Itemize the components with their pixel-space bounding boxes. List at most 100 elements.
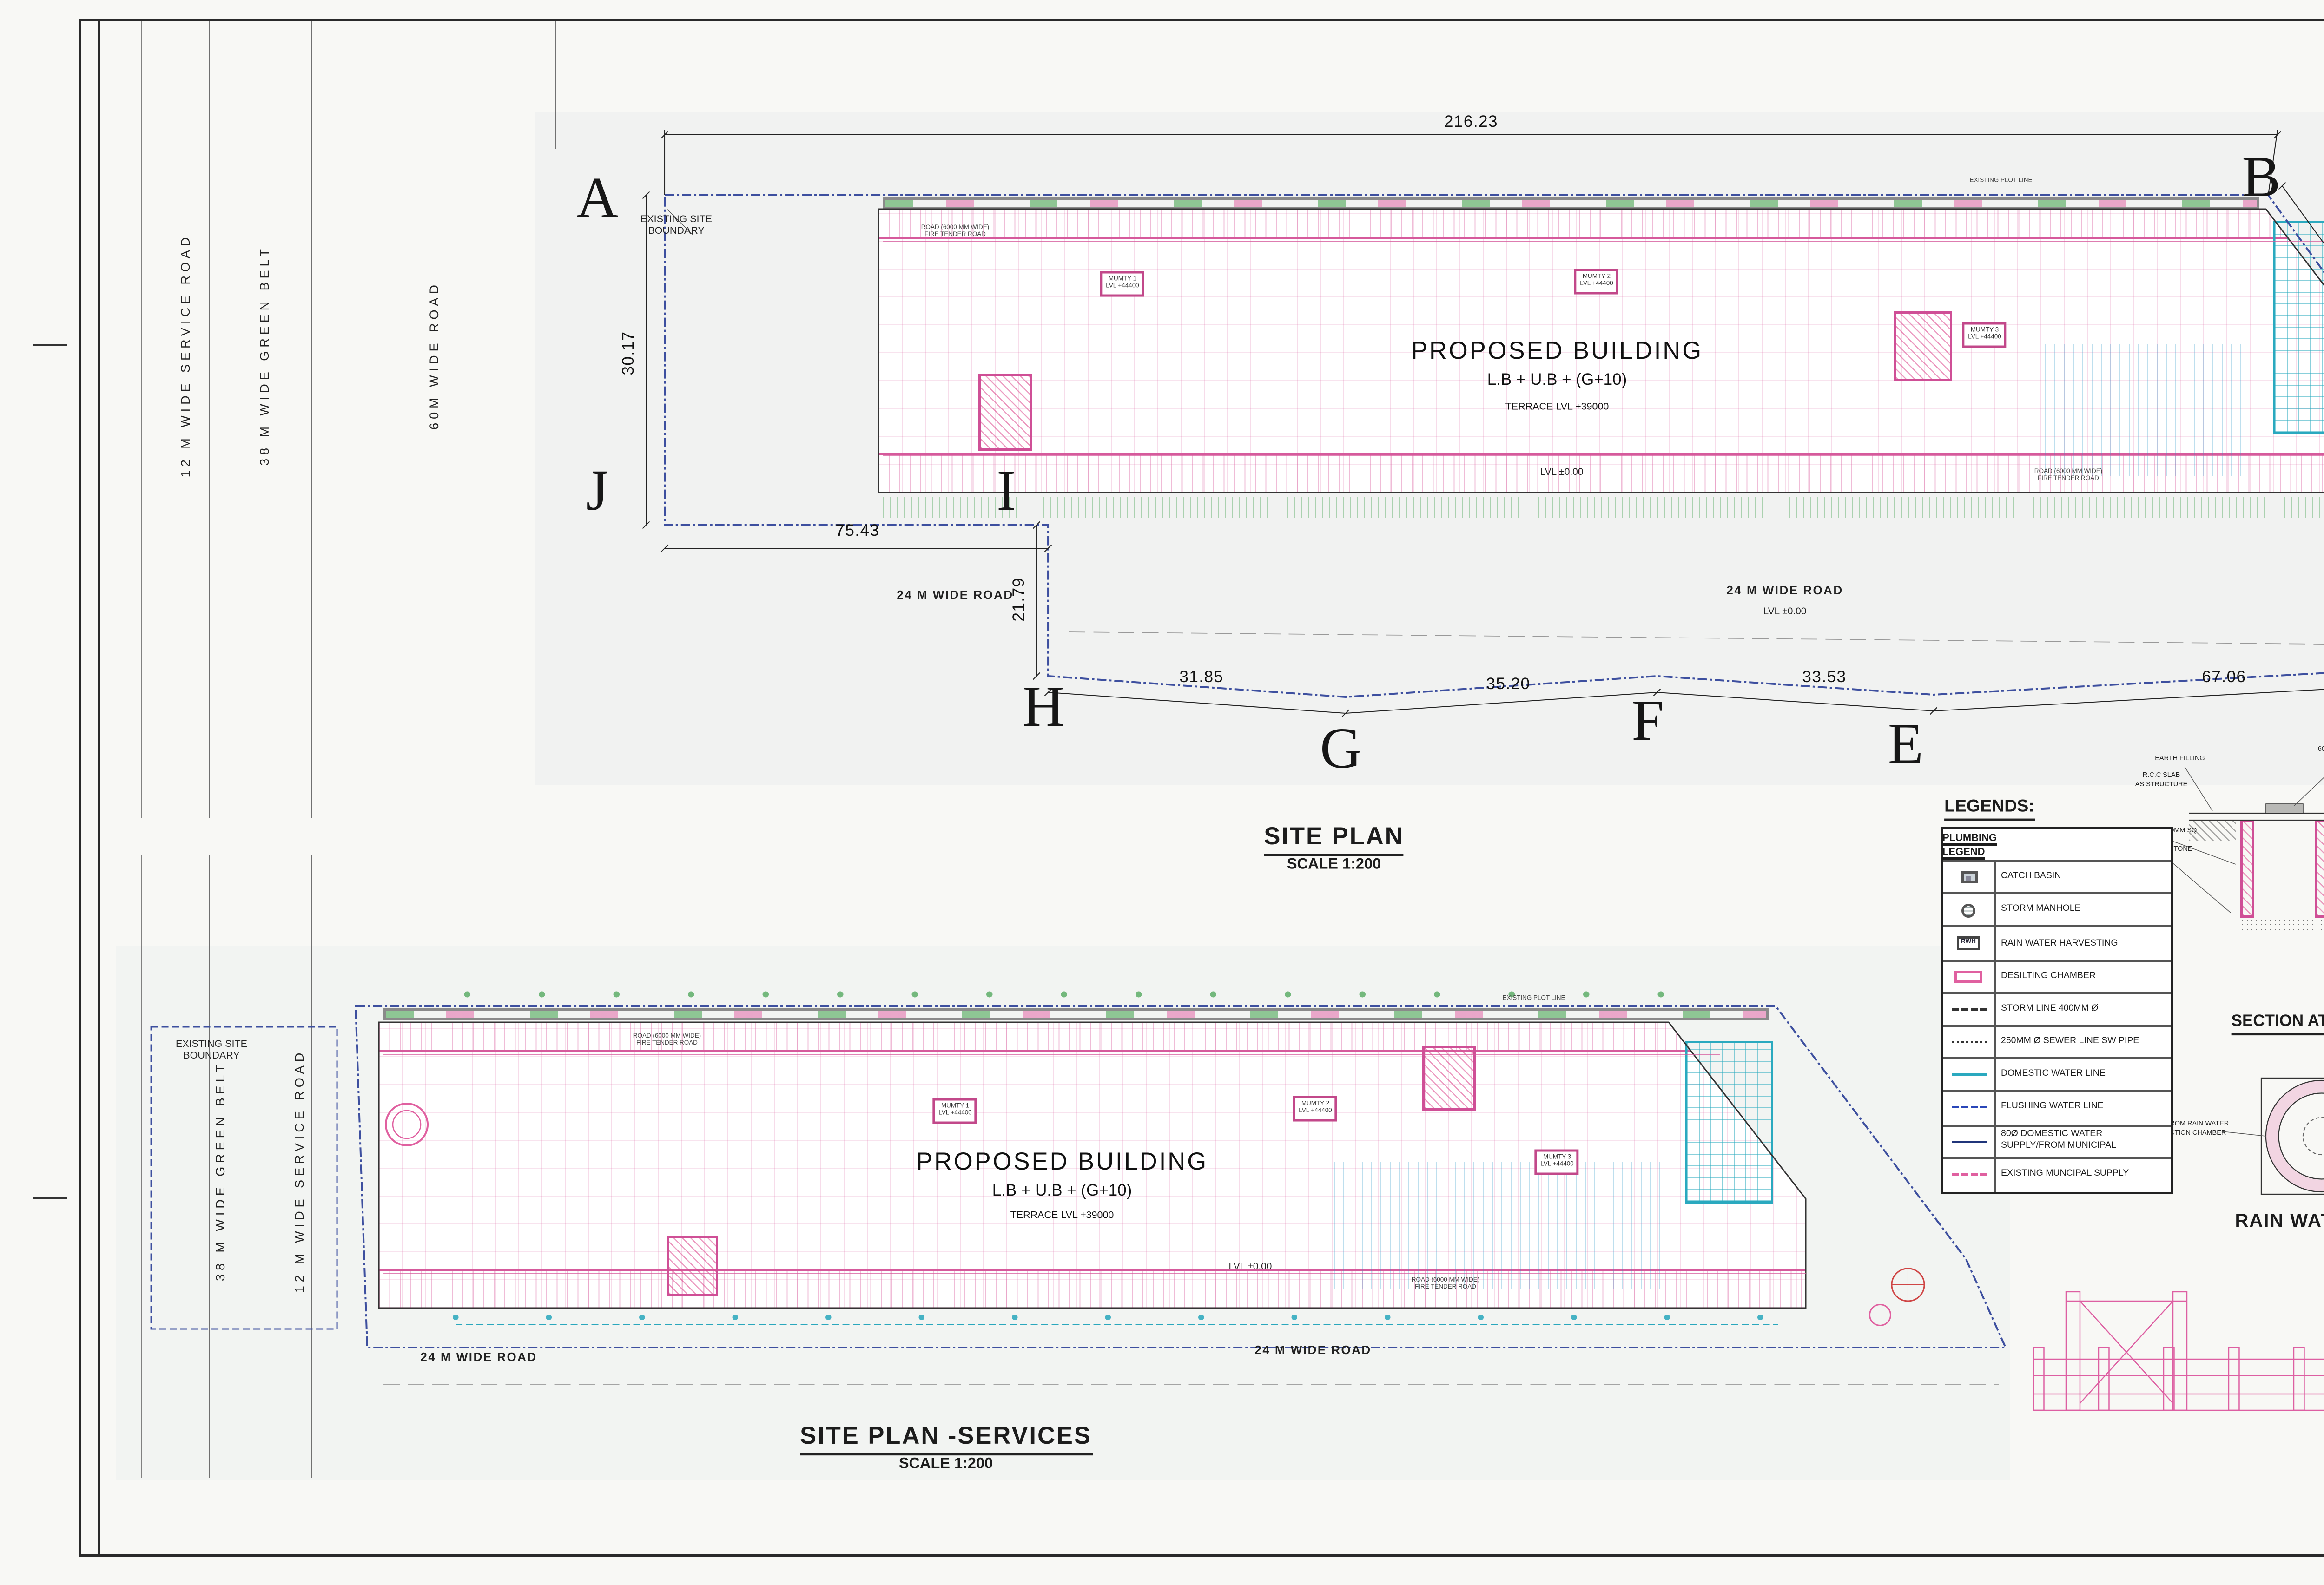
legends-title: LEGENDS: [1944,795,2034,820]
legend-row: STORM LINE 400MM Ø [1943,993,2171,1027]
dimension-label: 33.53 [1802,671,1847,687]
parking-stall-band [2045,344,2245,476]
plumbing-legend-table: PLUMBING LEGEND CATCH BASIN STORM MANHOL… [1941,827,2173,1194]
site-plan-title: SITE PLAN [1264,823,1404,855]
parking-module [2273,221,2324,434]
existing-site-boundary-label: EXISTING SITE BOUNDARY [640,213,713,237]
grid-letter: A [576,168,619,231]
landscape-marker-strip [883,196,2259,208]
stair-core-hatch [1422,1046,1476,1111]
legend-symbol-icon: RWH [1957,936,1980,950]
plan-note: ROAD (6000 MM WIDE) FIRE TENDER ROAD [2034,468,2103,483]
legend-row: DESILTING CHAMBER [1943,960,2171,994]
plan-note: EXISTING PLOT LINE [1502,995,1565,1002]
mumty-label: MUMTY 2 LVL +44400 [1293,1096,1338,1121]
legend-label: STORM LINE 400MM Ø [2001,1001,2099,1013]
gate-boundary-wall-elevation [2033,1291,2324,1411]
plan-note: ROAD (6000 MM WIDE) FIRE TENDER ROAD [633,1033,701,1048]
legend-row: 80Ø DOMESTIC WATER SUPPLY/FROM MUNICIPAL [1943,1125,2171,1159]
legend-row: STORM MANHOLE [1943,894,2171,928]
legend-row: FLUSHING WATER LINE [1943,1092,2171,1126]
rwh-detail-title: RAIN WATER HARVESTING PIT DETAIL [2235,1210,2324,1231]
earth-hatch [2189,820,2236,841]
section-aa-drawing [2189,803,2324,821]
legend-row: DOMESTIC WATER LINE [1943,1059,2171,1093]
building-title-bottom: PROPOSED BUILDING [916,1149,1208,1177]
legend-symbol-icon [1951,1107,1986,1110]
legend-symbol-icon [1951,1008,1986,1011]
building-title-top: PROPOSED BUILDING [1411,338,1703,366]
stair-core-hatch [667,1236,718,1296]
legend-symbol-icon [1954,970,1982,982]
road-label: 24 M WIDE ROAD [1726,585,1843,599]
binding-mark [33,1197,67,1199]
road-label: 24 M WIDE ROAD [420,1351,537,1366]
landscape-marker-strip [383,1007,1769,1019]
margin-road-label: 12 M WIDE SERVICE ROAD [294,1049,309,1293]
site-plan-scale: SCALE 1:200 [1287,857,1381,874]
grid-letter: E [1888,714,1924,777]
level-label: LVL ±0.00 [1228,1260,1272,1272]
legend-label: DOMESTIC WATER LINE [2001,1067,2106,1079]
binding-mark [33,344,67,346]
grid-letter: H [1022,677,1065,740]
margin-road-label: 12 M WIDE SERVICE ROAD [180,233,195,478]
dimension-label: 216.23 [1444,115,1499,132]
mumty-label: MUMTY 3 LVL +44400 [1962,322,2007,347]
plan-note: ROAD (6000 MM WIDE) FIRE TENDER ROAD [921,224,990,239]
building-subtitle-top: L.B + U.B + (G+10) [1487,373,1627,390]
grid-letter: J [586,460,609,524]
dimension-label: 75.43 [835,524,880,541]
grid-letter: B [2242,147,2281,210]
legend-label: PLUMBING LEGEND [1942,832,1997,856]
dimension-label: 30.17 [622,331,639,375]
parking-module [1685,1041,1773,1204]
legend-symbol-icon [1951,1074,1986,1077]
level-label: LVL ±0.00 [1763,605,1807,617]
legend-symbol-icon [1961,902,1976,918]
building-room-band [878,209,2324,239]
margin-road-label: 38 M WIDE GREEN BELT [215,1060,230,1282]
legend-label: 250MM Ø SEWER LINE SW PIPE [2001,1034,2139,1046]
plan-note: EXISTING PLOT LINE [1969,177,2033,184]
legend-label: 80Ø DOMESTIC WATER SUPPLY/FROM MUNICIPAL [2001,1127,2116,1151]
mumty-label: MUMTY 2 LVL +44400 [1574,269,1619,294]
building-room-band [379,1022,1806,1052]
dimension-label: 35.20 [1486,677,1531,694]
services-plan-title: SITE PLAN -SERVICES [800,1423,1092,1455]
section-annotation: 600x600 MANHOLE COVER [2317,743,2324,753]
building-terrace-bottom: TERRACE LVL +39000 [1010,1209,1114,1221]
road-label: 24 M WIDE ROAD [1254,1344,1372,1359]
building-terrace-top: TERRACE LVL +39000 [1505,400,1609,412]
legend-symbol-icon [1951,1041,1986,1044]
stair-core-hatch [978,374,1032,451]
green-belt-strip [883,497,2324,518]
grid-letter: F [1631,691,1664,754]
legend-label: RAIN WATER HARVESTING [2001,935,2118,947]
mumty-label: MUMTY 1 LVL +44400 [1100,271,1145,296]
section-annotation: EARTH FILLING [2155,753,2205,763]
margin-road-label: 38 M WIDE GREEN BELT [259,245,274,466]
parking-stall-band [1334,1162,1666,1289]
legend-symbol-icon [1960,871,1977,883]
brick-wall-hatch [2315,820,2324,918]
dimension-label: 21.79 [1012,577,1029,622]
margin-road-label: 60M WIDE ROAD [429,281,443,430]
level-label: LVL ±0.00 [1540,465,1584,477]
rwh-pit-detail-drawing [2260,1077,2324,1195]
legend-label: FLUSHING WATER LINE [2001,1100,2104,1112]
legend-label: CATCH BASIN [2001,869,2061,881]
existing-site-boundary-label: EXISTING SITE BOUNDARY [175,1038,248,1062]
section-annotation: R.C.C SLAB AS STRUCTURE [2135,769,2188,788]
gravel-layer [2240,918,2324,932]
binding-margin-line [98,19,100,1557]
grid-letter: I [997,460,1016,524]
mumty-label: MUMTY 3 LVL +44400 [1534,1149,1580,1174]
section-aa-title: SECTION AT A-A [2231,1014,2324,1035]
rwh-leaders [2221,1131,2266,1137]
legend-symbol-icon [1951,1174,1986,1177]
legend-row: 250MM Ø SEWER LINE SW PIPE [1943,1026,2171,1060]
legend-row: RWH RAIN WATER HARVESTING [1943,927,2171,961]
legend-label: STORM MANHOLE [2001,902,2081,914]
